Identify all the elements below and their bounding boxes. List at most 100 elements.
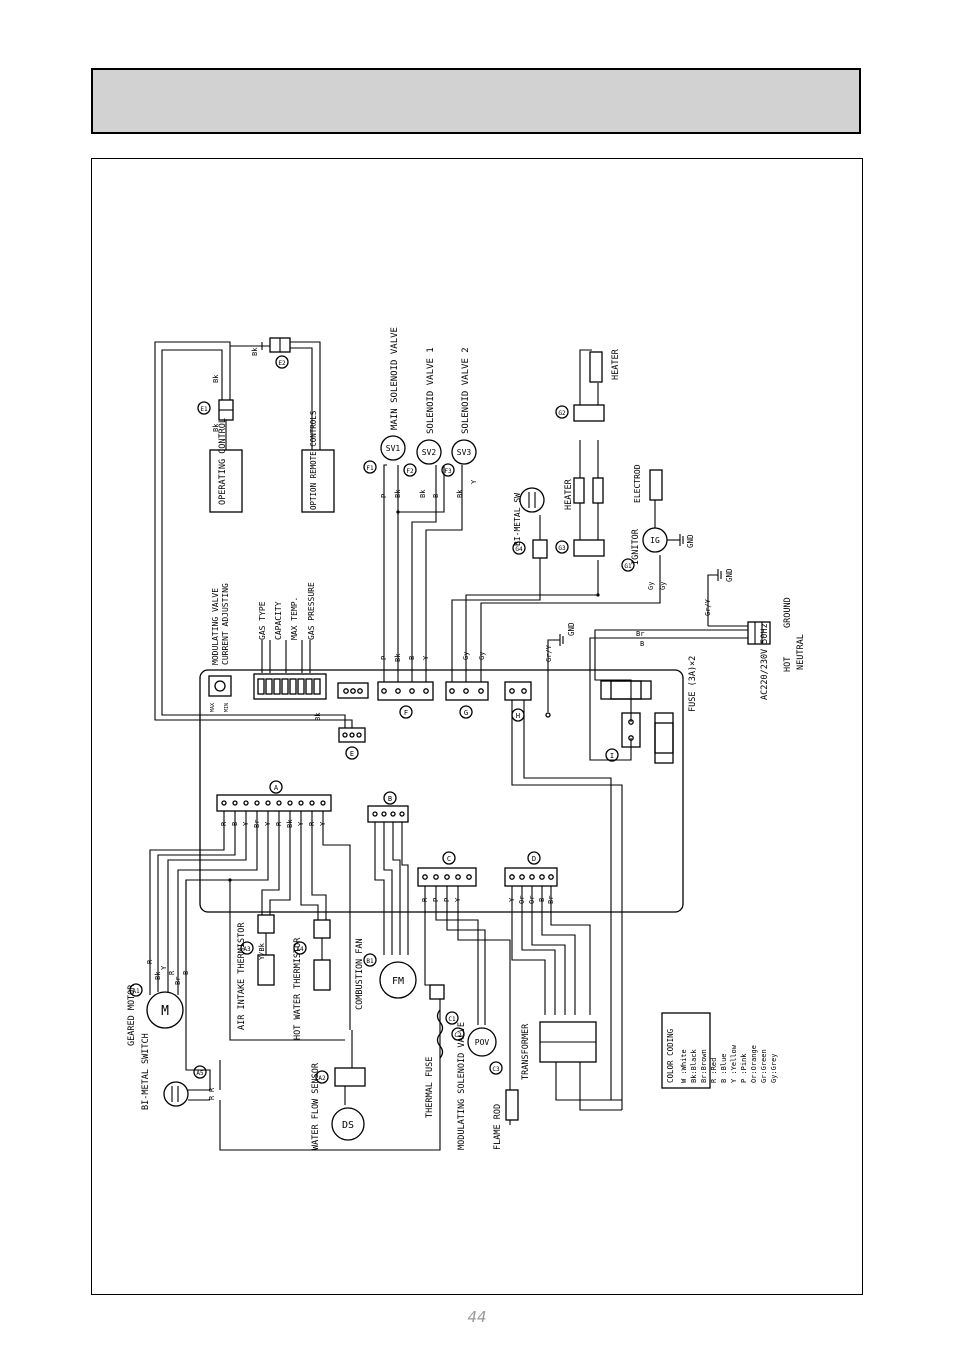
operating-control <box>209 449 243 513</box>
electrode <box>649 469 663 501</box>
svg-text:Bk: Bk <box>212 374 220 383</box>
svg-text:Bk: Bk <box>286 819 294 828</box>
connector-f-label: F <box>404 709 408 717</box>
svg-text:B: B <box>408 656 416 660</box>
modulating-valve-label: MODULATING SOLENOID VALVE <box>457 1022 467 1150</box>
thermal-fuse <box>436 1009 444 1059</box>
bimetal-sw-label: BI-METAL SW <box>513 493 522 546</box>
sv3-label: SV3 <box>457 448 472 457</box>
bimetal-sw-symbol <box>519 487 545 513</box>
svg-text:Bk: Bk <box>314 712 322 721</box>
connector-g2-label: G2 <box>558 410 566 417</box>
svg-text:Br: Br <box>174 977 182 985</box>
sv2-label: SV2 <box>422 448 437 457</box>
power-label: AC220/230V 50Hz <box>760 623 770 700</box>
connector-c3-label: C3 <box>492 1066 500 1073</box>
power-terminal <box>747 621 771 645</box>
color-coding-entry-8: Gr:Green <box>760 1049 768 1083</box>
connector-e-label: E <box>350 750 354 758</box>
connector-c1-label: C1 <box>448 1016 456 1023</box>
color-coding-entry-9: Gy:Grey <box>770 1053 778 1083</box>
svg-text:Bk: Bk <box>212 423 220 432</box>
water-flow-sensor-symbol-text: DS <box>342 1120 354 1131</box>
connector-a4-label: A4 <box>296 946 304 953</box>
dip-label-2: GAS TYPE <box>258 601 267 640</box>
air-intake-thermistor <box>257 954 275 986</box>
connector-d-label: D <box>532 855 536 863</box>
sv2-name: SOLENOID VALVE 1 <box>426 347 436 434</box>
combustion-fan-symbol <box>379 961 417 999</box>
remote-controls <box>301 449 335 513</box>
water-flow-sensor-label: WATER FLOW SENSOR <box>311 1062 321 1150</box>
bimetal-switch-symbol <box>163 1081 189 1107</box>
svg-text:Y: Y <box>508 897 516 902</box>
control-board <box>199 669 684 913</box>
connector-c-label: C <box>447 855 451 863</box>
heater2-element <box>589 351 603 383</box>
connector-g3-label: G3 <box>558 545 566 552</box>
ignitor-label: IGNITOR <box>631 528 641 565</box>
svg-text:Br: Br <box>636 630 644 638</box>
svg-text:Y: Y <box>319 821 327 826</box>
dip-label-3: CAPACITY <box>274 601 283 640</box>
connector-a2-label: A2 <box>318 1075 326 1082</box>
heater2-label: HEATER <box>611 348 621 380</box>
svg-text:Gr/Y: Gr/Y <box>704 598 712 616</box>
svg-text:R: R <box>220 821 228 826</box>
connector-b1-label: B1 <box>366 958 374 965</box>
flame-rod-label: FLAME ROD <box>493 1104 503 1150</box>
sv3-coil <box>451 439 477 465</box>
trimmer-max: MAX <box>210 703 216 712</box>
svg-text:Gr/Y: Gr/Y <box>545 644 553 662</box>
gnd-label-1: GND <box>686 534 695 548</box>
trimmer-min: MIN <box>224 703 230 712</box>
hot-label: HOT <box>783 657 793 672</box>
svg-text:B: B <box>432 494 440 498</box>
connector-a5-label: A5 <box>196 1070 204 1077</box>
operating-control-label: OPERATING CONTROL <box>218 418 228 505</box>
bimetal-switch-label: BI-METAL SWITCH <box>141 1033 151 1110</box>
connector-f <box>377 681 434 701</box>
connector-a3-label: A3 <box>243 946 251 953</box>
svg-text:Y: Y <box>160 965 168 970</box>
connector-f1-label: F1 <box>366 465 374 472</box>
connector-a <box>216 794 332 812</box>
connector-g1-label: G1 <box>624 563 632 570</box>
svg-text:Br: Br <box>253 820 261 828</box>
svg-text:P: P <box>443 898 451 902</box>
svg-text:Bk: Bk <box>456 489 464 498</box>
sv2-coil <box>416 439 442 465</box>
electrode-label: ELECTROD <box>633 464 642 503</box>
svg-text:Y/Bk: Y/Bk <box>258 942 266 960</box>
dip-label-0: MODULATING VALVE <box>211 588 220 665</box>
svg-text:Bk: Bk <box>419 489 427 498</box>
sv1-label: SV1 <box>386 444 401 453</box>
connector-h <box>504 681 532 701</box>
gnd-label-3: GND <box>725 568 734 582</box>
connector-f3-label: F3 <box>444 468 452 475</box>
svg-text:Bk: Bk <box>154 971 162 980</box>
svg-text:R: R <box>275 821 283 826</box>
dip-label-4: MAX TEMP. <box>290 597 299 640</box>
dip-label-1: CURRENT ADJUSTING <box>221 583 230 665</box>
svg-text:B: B <box>538 898 546 902</box>
svg-text:R: R <box>208 1095 216 1100</box>
svg-text:B: B <box>640 640 644 648</box>
svg-text:P: P <box>380 656 388 660</box>
geared-motor-label: GEARED MOTOR <box>127 984 137 1046</box>
header-bar <box>91 68 861 134</box>
heater-element <box>573 477 585 504</box>
color-coding-entry-4: B :Blue <box>720 1053 728 1083</box>
color-coding-entry-5: Y :Yellow <box>730 1044 738 1083</box>
neutral-label: NEUTRAL <box>796 634 806 670</box>
svg-text:Y: Y <box>454 897 462 902</box>
svg-text:Y: Y <box>422 655 430 660</box>
hot-water-thermistor <box>313 959 331 991</box>
connector-e1-label: E1 <box>200 406 208 413</box>
color-coding-entry-0: W :White <box>680 1049 688 1083</box>
modulating-valve-symbol-text: POV <box>475 1038 490 1047</box>
gnd-label-2: GND <box>567 622 576 636</box>
svg-text:R: R <box>208 1087 216 1092</box>
page-number: 44 <box>467 1308 487 1326</box>
